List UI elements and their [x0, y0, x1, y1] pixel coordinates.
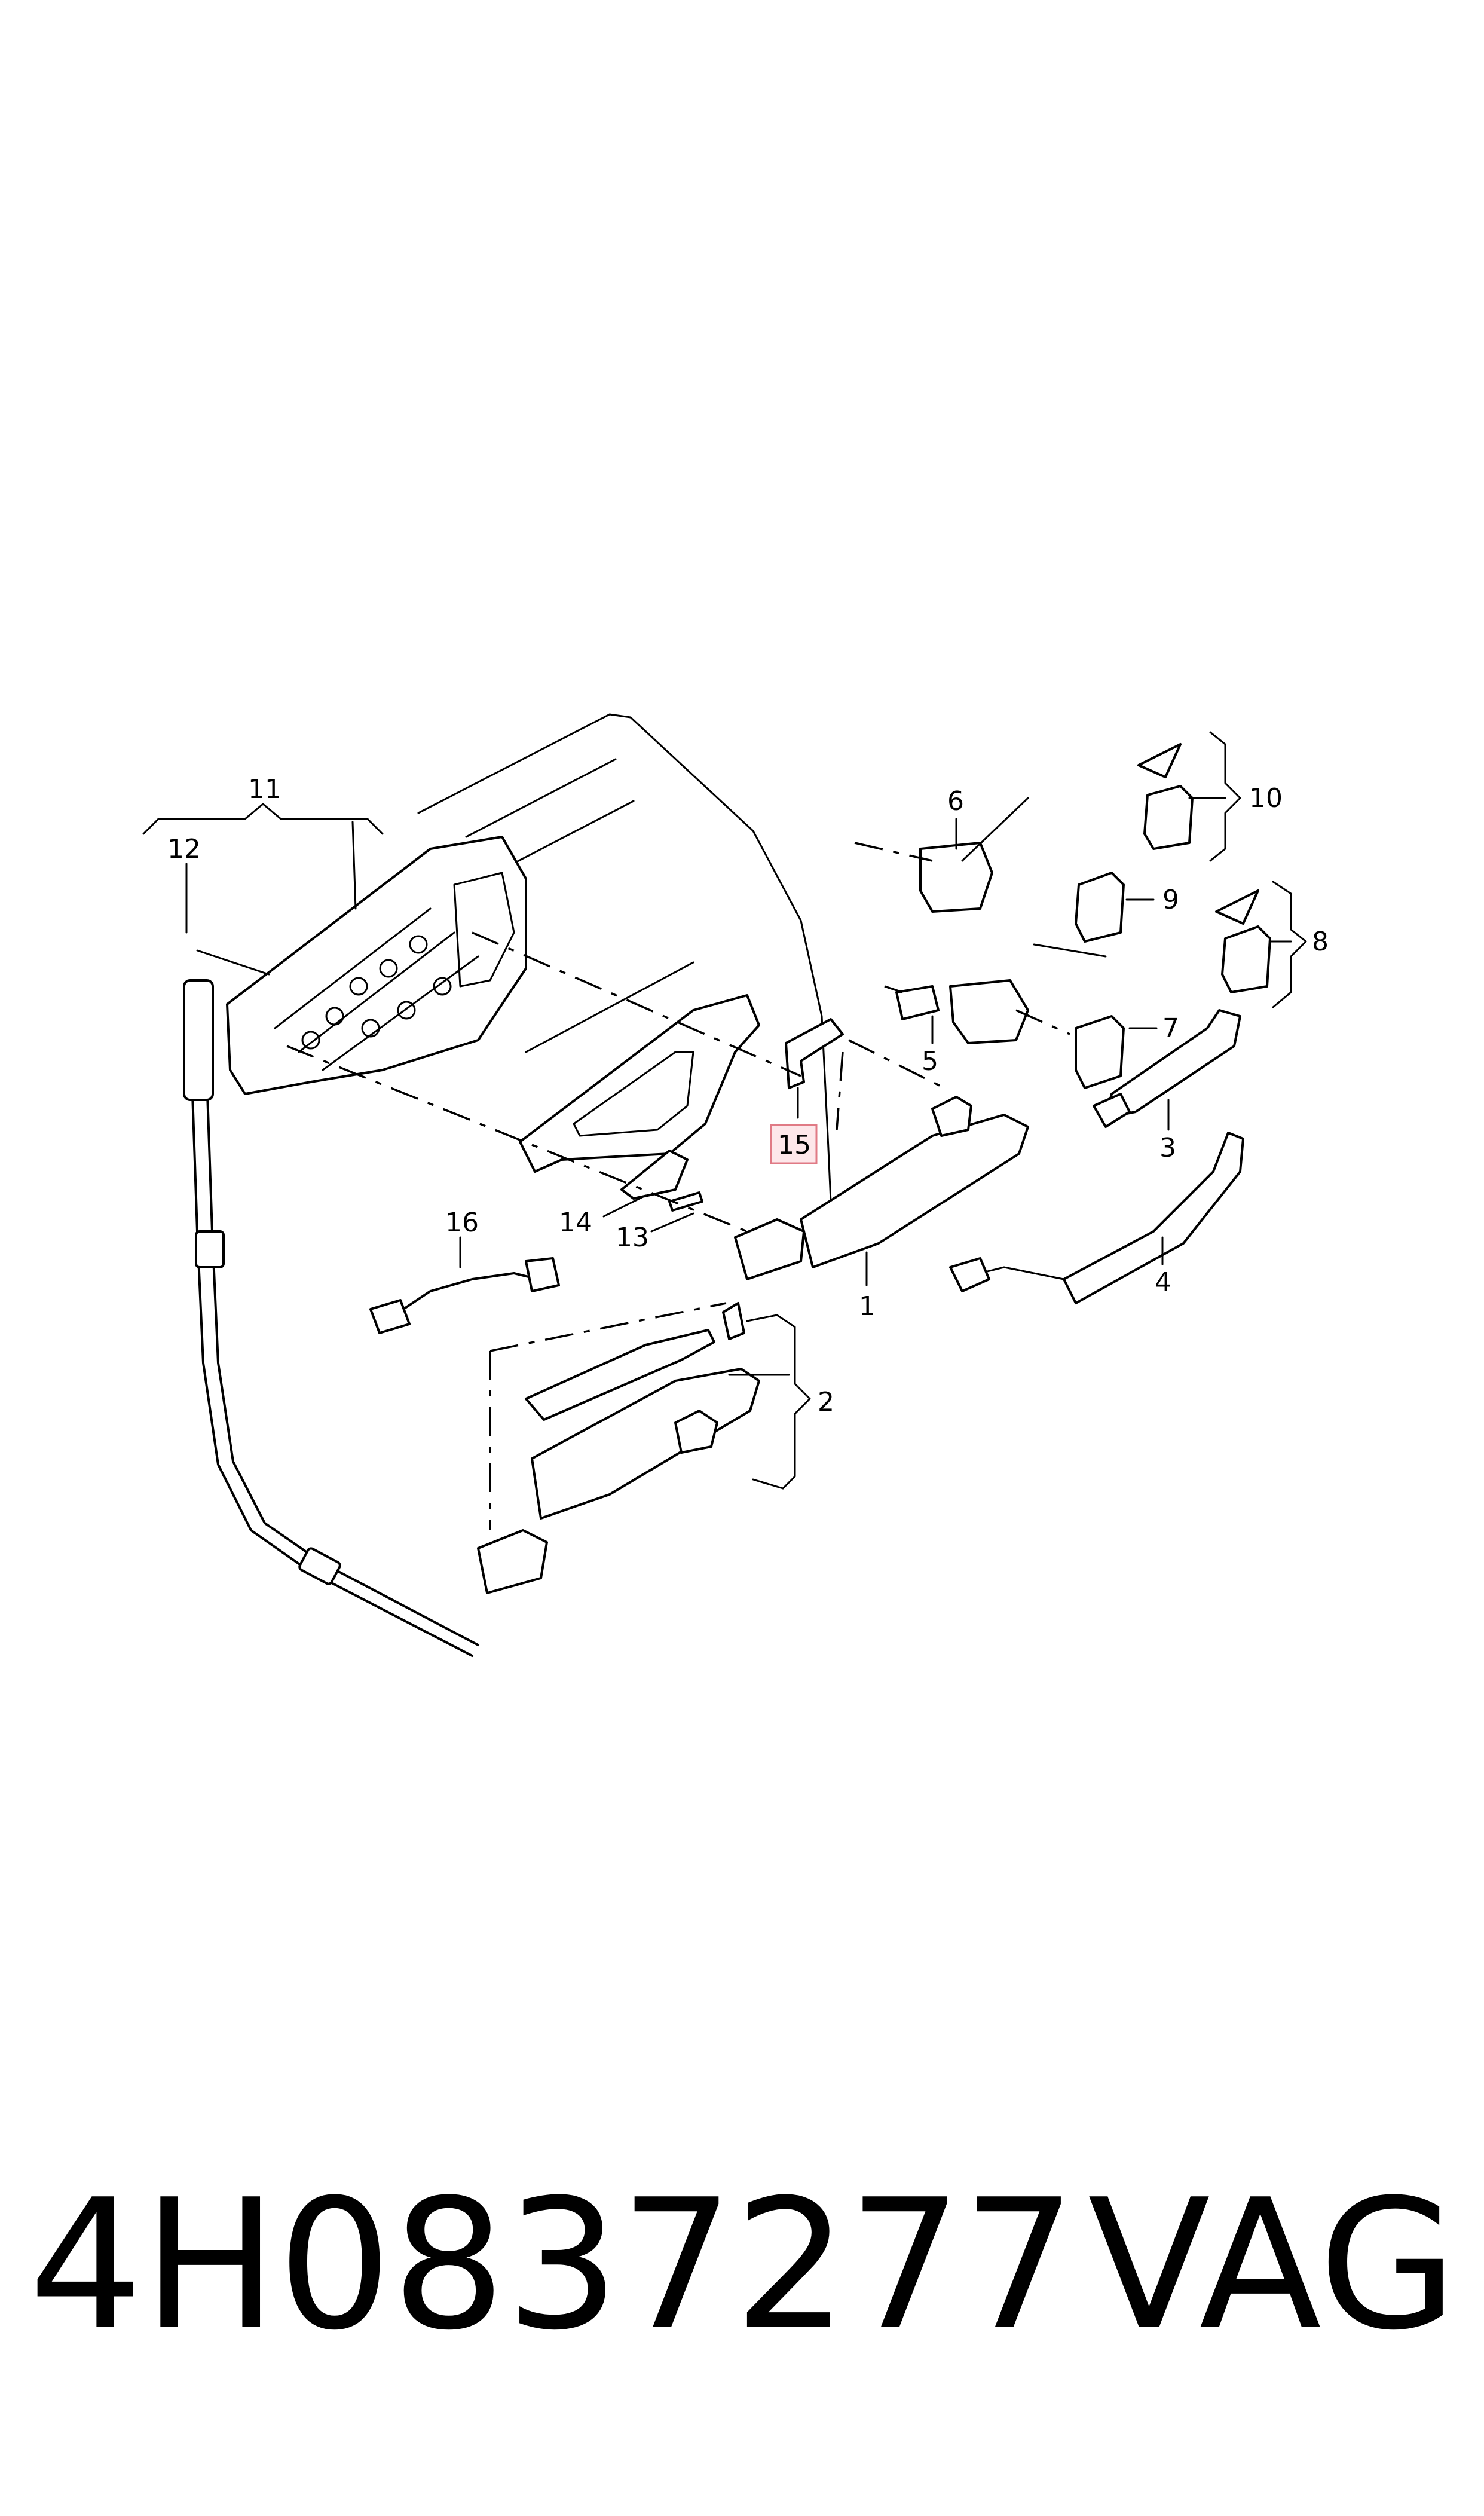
assembly-guide-lines [286, 842, 1070, 1530]
door-handle-1 [734, 1096, 1029, 1280]
callout-4: 4 [1155, 1267, 1171, 1298]
callout-15: 15 [778, 1130, 811, 1160]
trim-cover-3 [1093, 1009, 1241, 1128]
callout-13: 13 [616, 1222, 649, 1253]
callout-labels: 1 2 3 4 5 6 7 8 9 10 11 12 13 14 15 16 [167, 774, 1329, 1417]
microswitch-6 [919, 842, 993, 913]
callout-2: 2 [818, 1387, 834, 1417]
callout-3: 3 [1159, 1133, 1176, 1163]
callout-8: 8 [1312, 927, 1329, 957]
part-number-label: 4H0837277 [29, 2161, 1076, 2370]
callout-7: 7 [1162, 1013, 1179, 1044]
callout-5: 5 [922, 1046, 938, 1077]
end-cap-10 [1137, 743, 1194, 850]
bowden-cable-12 [183, 979, 479, 1657]
trim-cover-4 [949, 1132, 1244, 1304]
end-cap-8 [1215, 889, 1271, 993]
door-handle-2 [477, 1302, 760, 1594]
callout-16: 16 [445, 1207, 479, 1238]
callout-12: 12 [167, 834, 201, 864]
door-handle-recess [519, 994, 760, 1173]
callout-11: 11 [248, 774, 281, 805]
screw-13 [668, 1191, 703, 1212]
end-cap-7 [1075, 1015, 1125, 1089]
handle-carrier-11 [226, 836, 527, 1095]
end-cap-9 [1075, 872, 1125, 943]
callout-1: 1 [859, 1291, 876, 1322]
callout-9: 9 [1162, 885, 1179, 915]
leader-lines [142, 731, 1307, 1490]
callout-14: 14 [559, 1207, 592, 1238]
gasket-15 [785, 1018, 844, 1089]
lock-cylinder-5 [895, 979, 1029, 1044]
callout-6: 6 [947, 786, 964, 817]
callout-15-highlight [770, 1124, 818, 1164]
sensor-lead-16 [369, 1257, 560, 1334]
brand-label: VAG [1088, 2161, 1458, 2370]
seal-14 [620, 1150, 689, 1200]
callout-10: 10 [1249, 783, 1283, 814]
